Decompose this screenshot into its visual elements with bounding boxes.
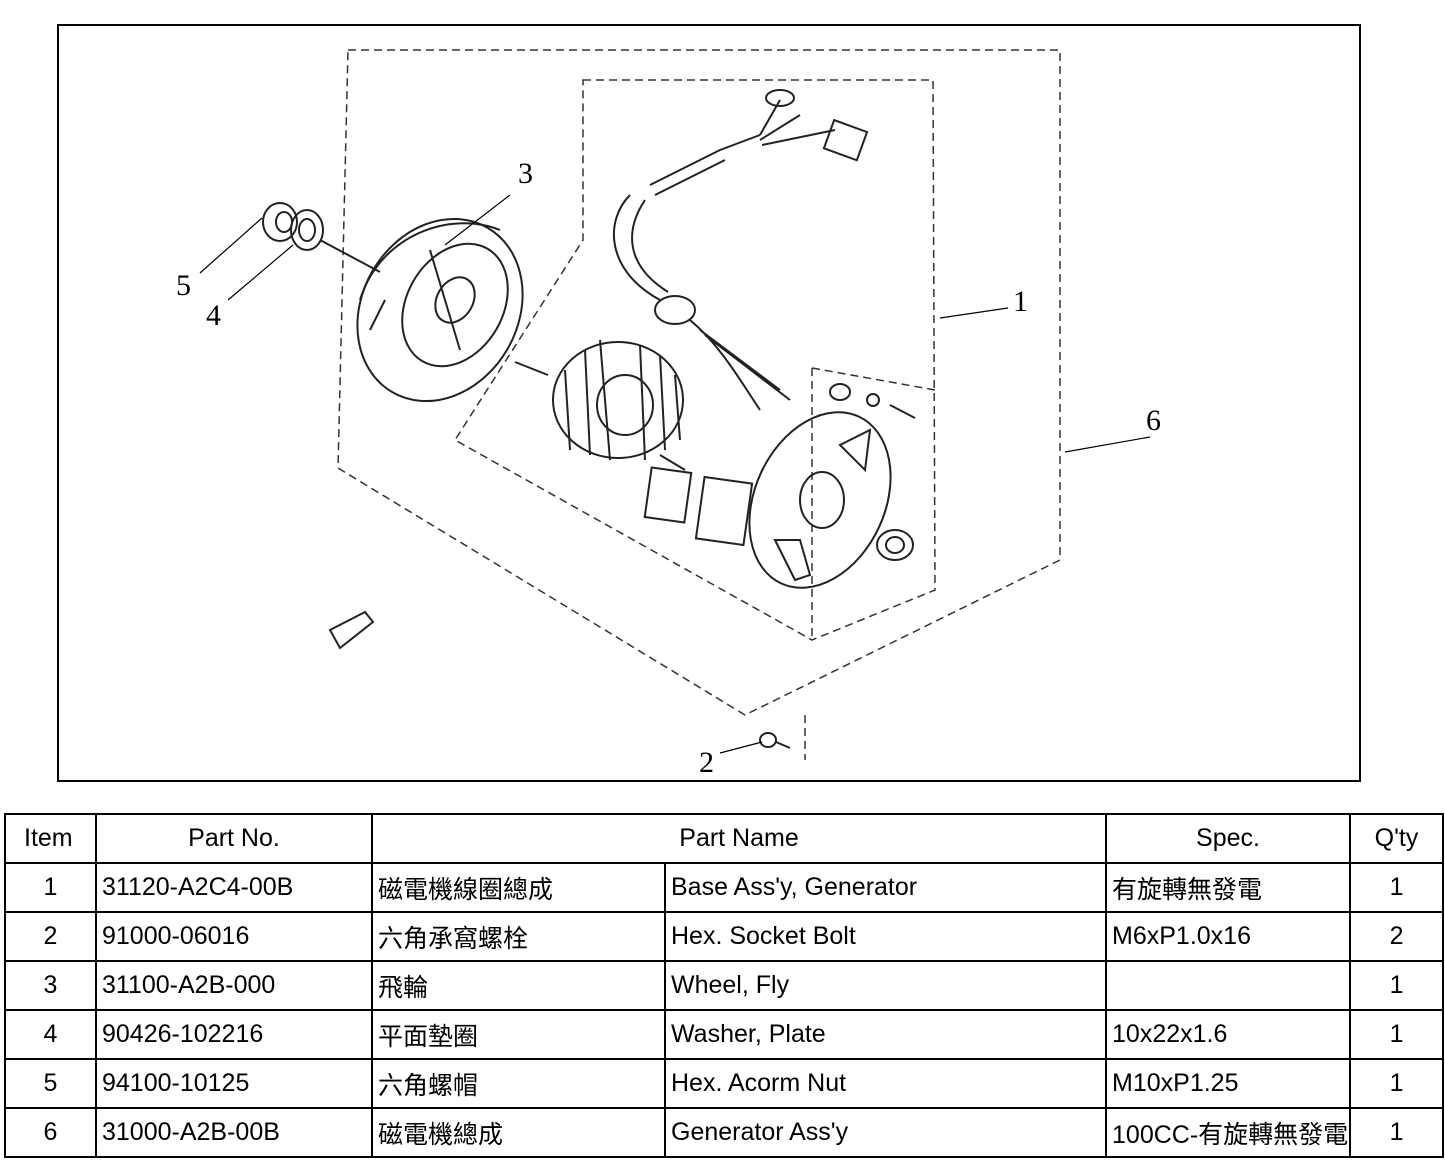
table-row: 4 90426-102216 平面墊圈 Washer, Plate 10x22x… — [4, 1009, 1445, 1060]
cell-name-en: Wheel, Fly — [663, 960, 1108, 1011]
cell-name-en: Hex. Acorm Nut — [663, 1058, 1108, 1109]
header-item: Item — [4, 813, 97, 864]
bolt-part — [759, 732, 791, 749]
cell-spec — [1105, 960, 1352, 1011]
cell-spec: M6xP1.0x16 — [1105, 911, 1352, 962]
cell-item: 2 — [4, 911, 97, 962]
cell-part-no: 31000-A2B-00B — [95, 1107, 373, 1158]
callout-3: 3 — [518, 157, 533, 190]
cell-qty: 1 — [1349, 1107, 1445, 1158]
assembly-6-boundary — [337, 49, 1061, 716]
assembly-1-boundary — [453, 79, 936, 641]
cell-name-en: Hex. Socket Bolt — [663, 911, 1108, 962]
cell-name-zh: 磁電機線圈總成 — [371, 862, 666, 913]
header-spec: Spec. — [1105, 813, 1352, 864]
table-row: 6 31000-A2B-00B 磁電機總成 Generator Ass'y 10… — [4, 1107, 1445, 1158]
cell-item: 4 — [4, 1009, 97, 1060]
cell-part-no: 91000-06016 — [95, 911, 373, 962]
cell-qty: 1 — [1349, 1009, 1445, 1060]
callout-2: 2 — [699, 746, 714, 779]
callout-6: 6 — [1146, 404, 1161, 437]
cell-name-en: Generator Ass'y — [663, 1107, 1108, 1158]
washer-and-nut-parts — [262, 202, 381, 273]
table-row: 5 94100-10125 六角螺帽 Hex. Acorm Nut M10xP1… — [4, 1058, 1445, 1109]
header-part-no: Part No. — [95, 813, 373, 864]
cell-item: 1 — [4, 862, 97, 913]
cell-qty: 1 — [1349, 960, 1445, 1011]
cell-spec: 有旋轉無發電 — [1105, 862, 1352, 913]
cell-name-zh: 平面墊圈 — [371, 1009, 666, 1060]
wire-harness-part — [612, 89, 869, 411]
cell-part-no: 94100-10125 — [95, 1058, 373, 1109]
header-qty: Q'ty — [1349, 813, 1445, 864]
header-part-name: Part Name — [370, 813, 1108, 864]
callout-5: 5 — [176, 269, 191, 302]
flywheel-part — [356, 217, 524, 403]
cell-name-zh: 磁電機總成 — [371, 1107, 666, 1158]
cell-qty: 2 — [1349, 911, 1445, 962]
small-tag-part — [328, 610, 375, 650]
leader-lines — [199, 194, 1151, 754]
cell-name-en: Washer, Plate — [663, 1009, 1108, 1060]
exploded-diagram: 3 1 6 5 4 2 — [176, 49, 1161, 779]
table-row: 1 31120-A2C4-00B 磁電機線圈總成 Base Ass'y, Gen… — [4, 862, 1445, 913]
cell-item: 6 — [4, 1107, 97, 1158]
callout-4: 4 — [206, 299, 221, 332]
cell-qty: 1 — [1349, 862, 1445, 913]
diagram-frame — [57, 24, 1361, 782]
cell-spec: M10xP1.25 — [1105, 1058, 1352, 1109]
parts-table: Item Part No. Part Name Spec. Q'ty 1 311… — [4, 813, 1445, 1158]
pulser-part — [643, 454, 754, 547]
callout-1: 1 — [1013, 285, 1028, 318]
cell-part-no: 31120-A2C4-00B — [95, 862, 373, 913]
cell-name-zh: 飛輪 — [371, 960, 666, 1011]
stator-plate-part — [748, 383, 916, 589]
cell-item: 5 — [4, 1058, 97, 1109]
stator-coil-part — [514, 339, 684, 461]
table-row: 2 91000-06016 六角承窩螺栓 Hex. Socket Bolt M6… — [4, 911, 1445, 962]
cell-spec: 10x22x1.6 — [1105, 1009, 1352, 1060]
cell-name-zh: 六角承窩螺栓 — [371, 911, 666, 962]
cell-qty: 1 — [1349, 1058, 1445, 1109]
table-row: 3 31100-A2B-000 飛輪 Wheel, Fly 1 — [4, 960, 1445, 1011]
cell-part-no: 31100-A2B-000 — [95, 960, 373, 1011]
cell-item: 3 — [4, 960, 97, 1011]
cell-name-zh: 六角螺帽 — [371, 1058, 666, 1109]
cell-name-en: Base Ass'y, Generator — [663, 862, 1108, 913]
cell-part-no: 90426-102216 — [95, 1009, 373, 1060]
table-header-row: Item Part No. Part Name Spec. Q'ty — [4, 813, 1445, 864]
cell-spec: 100CC-有旋轉無發電 — [1105, 1107, 1352, 1158]
